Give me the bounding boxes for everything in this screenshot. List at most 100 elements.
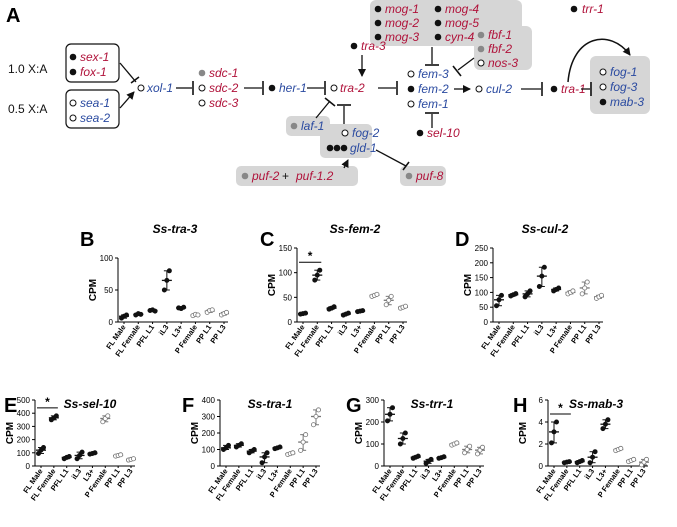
data-point — [579, 457, 585, 463]
fbf-fem-line — [457, 57, 475, 71]
ratio-low-label: 0.5 X:A — [8, 102, 47, 116]
inhibit-xol1-bar — [130, 76, 140, 84]
fem1-dot — [407, 100, 415, 108]
inhibit-xol1-line — [119, 62, 137, 83]
significance-star: * — [558, 401, 563, 415]
y-tick-label: 300 — [366, 396, 380, 405]
y-tick-label: 400 — [202, 396, 216, 405]
nos3-dot — [477, 59, 485, 67]
data-point — [400, 435, 406, 441]
y-tick-label: 100 — [475, 288, 489, 297]
data-point — [584, 279, 590, 285]
y-tick-label: 0 — [375, 462, 380, 471]
y-tick-label: 50 — [283, 293, 292, 302]
her1-dot — [268, 84, 276, 92]
gene-fem-3: fem-3 — [418, 67, 449, 81]
panel-label-d: D — [455, 229, 469, 251]
data-point — [262, 454, 268, 460]
data-point — [317, 267, 323, 273]
y-tick-label: 0 — [109, 318, 114, 327]
data-point — [513, 291, 519, 297]
sdc2-dot — [198, 84, 206, 92]
panel-label-a: A — [6, 5, 20, 27]
panel-label-c: C — [260, 229, 274, 251]
data-point — [441, 454, 447, 460]
data-point — [181, 304, 187, 310]
fbf2-dot — [477, 45, 485, 53]
data-point — [527, 288, 533, 294]
data-point — [74, 456, 80, 462]
data-point — [384, 418, 390, 424]
data-point — [387, 411, 393, 417]
data-point — [454, 440, 460, 446]
sdc3-dot — [198, 99, 206, 107]
data-point — [539, 273, 545, 279]
data-point — [579, 291, 585, 297]
tra1-fog-arrow — [567, 38, 631, 83]
y-tick-label: 250 — [475, 244, 489, 253]
y-tick-label: 300 — [17, 422, 31, 431]
gene-tra-3: tra-3 — [361, 39, 386, 53]
plus-sign: + — [282, 169, 289, 183]
gld1-puf8-line — [375, 149, 407, 167]
data-point — [374, 291, 380, 297]
data-point — [549, 440, 555, 446]
y-tick-label: 100 — [366, 440, 380, 449]
data-point — [313, 413, 319, 419]
fog2-dot — [341, 129, 349, 137]
y-tick-label: 200 — [475, 259, 489, 268]
x-tick-label: iL3 — [157, 323, 171, 337]
data-point — [195, 312, 201, 318]
fog3-dot — [599, 83, 607, 91]
y-tick-label: 100 — [100, 254, 114, 263]
tra1-dot — [550, 85, 558, 93]
y-tick-label: 0 — [26, 462, 31, 471]
gene-mab-3: mab-3 — [610, 95, 644, 109]
data-point — [331, 304, 337, 310]
mog1-dot — [374, 5, 382, 13]
data-point — [152, 308, 158, 314]
y-tick-label: 300 — [202, 413, 216, 422]
data-point — [582, 285, 588, 291]
data-point — [467, 443, 473, 449]
chart-title: Ss-cul-2 — [522, 222, 569, 236]
fem3-dot — [407, 70, 415, 78]
y-tick-label: 2 — [539, 440, 544, 449]
gld1-puf8-bar — [402, 161, 410, 171]
gene-xol-1: xol-1 — [146, 81, 173, 95]
y-tick-label: 100 — [279, 269, 293, 278]
data-point — [493, 303, 499, 309]
x-tick-label: iL3 — [532, 323, 546, 337]
fox1-dot — [69, 68, 77, 76]
data-point — [225, 442, 231, 448]
data-point — [41, 445, 47, 451]
data-point — [138, 311, 144, 317]
data-point — [209, 307, 215, 313]
data-point — [300, 439, 306, 445]
y-axis-label: CPM — [463, 274, 474, 296]
y-axis-label: CPM — [88, 279, 99, 301]
gene-mog-5: mog-5 — [445, 16, 479, 30]
data-point — [402, 303, 408, 309]
xol1-dot — [137, 84, 145, 92]
y-tick-label: 6 — [539, 396, 544, 405]
panel-label-h: H — [513, 395, 527, 417]
ratio-high-label: 1.0 X:A — [8, 62, 47, 76]
panel-label-b: B — [80, 229, 94, 251]
y-tick-label: 200 — [202, 429, 216, 438]
puf-gld1-arrow — [341, 159, 349, 169]
laf1-tra2-bar — [324, 97, 336, 107]
x-tick-label: PP L3 — [387, 323, 406, 345]
data-point — [389, 405, 395, 411]
significance-star: * — [45, 395, 50, 409]
puf-box — [236, 166, 358, 186]
gene-fbf-2: fbf-2 — [488, 42, 512, 56]
gene-puf-1-2: puf-1.2 — [295, 169, 334, 183]
gene-mog-4: mog-4 — [445, 2, 479, 16]
data-point — [66, 453, 72, 459]
panel-label-e: E — [4, 395, 17, 417]
